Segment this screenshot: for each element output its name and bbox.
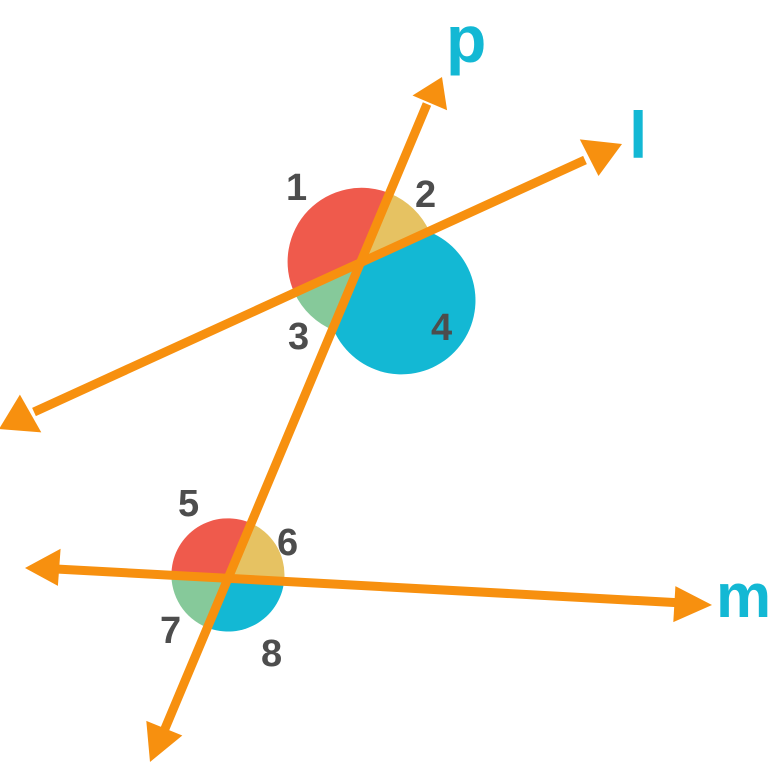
- angle-1-sector: [287, 187, 391, 293]
- angle-4-sector: [333, 231, 476, 375]
- angle-6-sector: [228, 522, 285, 579]
- line-m-arrowhead-right: [673, 586, 712, 623]
- angle-2-sector: [362, 193, 430, 262]
- angle-label-7: 7: [160, 610, 181, 652]
- lines: [32, 102, 684, 733]
- line-label-m: m: [716, 562, 771, 631]
- angle-label-1: 1: [286, 167, 307, 209]
- line-l-arrowhead-left: [0, 394, 42, 433]
- line-m: [55, 564, 684, 608]
- line-m-arrowhead-left: [25, 548, 61, 586]
- angle-5-sector: [171, 518, 250, 575]
- angle-label-8: 8: [261, 633, 282, 675]
- line-l: [32, 155, 587, 417]
- line-p: [159, 102, 432, 733]
- angle-label-2: 2: [415, 174, 436, 216]
- angle-label-6: 6: [277, 522, 298, 564]
- angle-3-sector: [294, 262, 362, 331]
- angle-7-sector: [171, 572, 228, 628]
- line-l-arrowhead-right: [579, 139, 622, 176]
- angle-label-5: 5: [178, 483, 199, 525]
- line-p-arrowhead-bottom: [146, 720, 183, 762]
- angle-label-3: 3: [288, 316, 309, 358]
- line-label-p: p: [446, 2, 486, 76]
- arrowheads: [0, 77, 712, 762]
- line-label-l: l: [629, 98, 647, 172]
- line-p-arrowhead-top: [412, 77, 448, 111]
- upper-intersection-angles: [287, 187, 476, 375]
- angle-label-4: 4: [431, 307, 452, 349]
